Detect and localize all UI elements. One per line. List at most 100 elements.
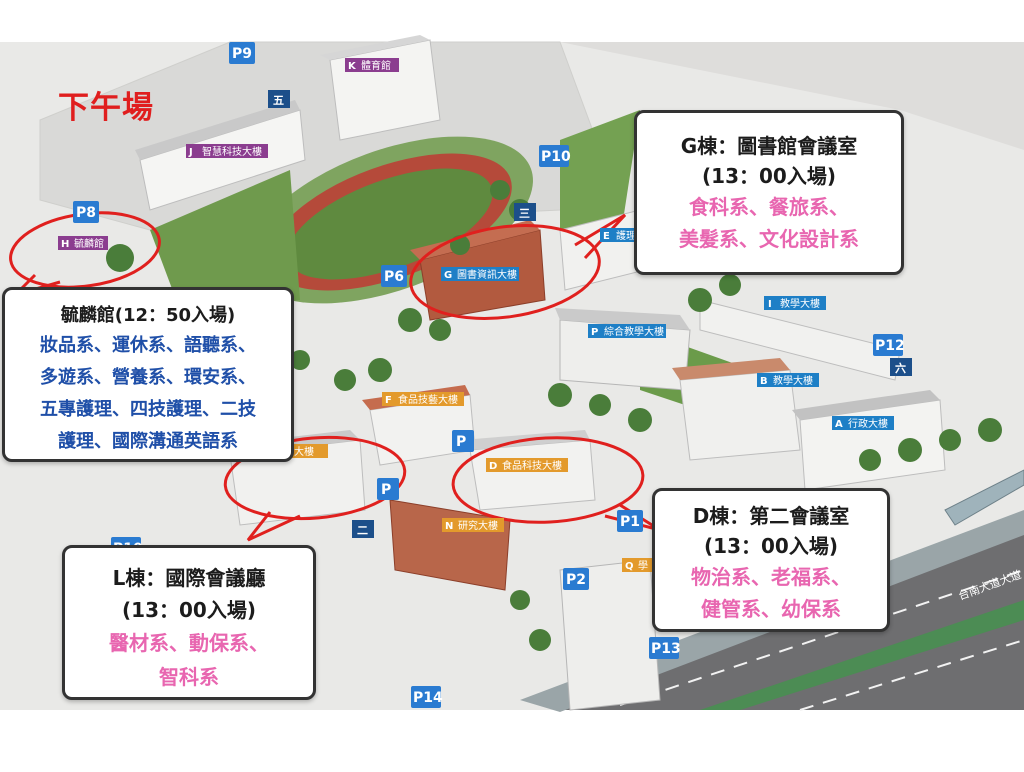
building-i-teaching [699,299,901,381]
svg-text:六: 六 [895,361,906,375]
building-q [559,559,661,711]
svg-text:教學大樓: 教學大樓 [780,297,820,310]
svg-text:三: 三 [519,207,530,220]
session-title: 下午場 [58,90,154,126]
field-infield [287,168,493,280]
svg-text:P10: P10 [541,149,571,165]
lane-marking [799,639,1024,711]
callout-h-depts: 五專護理、四技護理、二技 [40,399,256,420]
svg-text:圖書資訊大樓: 圖書資訊大樓 [457,268,517,281]
svg-text:P1: P1 [620,514,640,530]
label-k: K 體育館 [345,58,399,72]
callout-h-depts: 多遊系、營養系、環安系、 [40,367,256,388]
building-labels: K 體育館 J 智慧科技大樓 H 毓麟館 G 圖書資訊大樓 E 護理大樓 P 綜… [58,58,894,572]
svg-text:P: P [456,434,466,450]
building-b-teaching [672,358,801,461]
parking-icon: P8 [73,201,99,223]
callout-h-yulin: 毓麟館(12：50入場) 妝品系、運休系、語聽系、 多遊系、營養系、環安系、 五… [2,287,294,462]
callout-g-depts: 美髮系、文化設計系 [679,227,859,251]
svg-text:K: K [348,61,357,72]
callout-d-depts: 健管系、幼保系 [701,597,841,621]
svg-text:E: E [603,231,610,242]
building-p-general [555,308,691,391]
svg-text:J: J [188,147,193,158]
label-d: D 食品科技大樓 [486,458,568,472]
svg-text:食品科技大樓: 食品科技大樓 [502,459,562,472]
parking-icon: P10 [539,145,571,167]
svg-text:研究大樓: 研究大樓 [458,519,498,532]
parking-icon: P6 [381,265,407,287]
parking-icon: P9 [229,42,255,64]
median-green [700,600,1024,710]
svg-text:N: N [445,521,453,532]
callout-l-depts: 醫材系、動保系、 [109,631,269,655]
label-f: F 食品技藝大樓 [382,392,464,406]
callout-l-depts: 智科系 [159,665,219,689]
callout-g-title: G棟：圖書館會議室 [680,134,858,158]
callout-h-depts: 妝品系、運休系、語聽系、 [40,335,256,356]
svg-text:二: 二 [357,524,368,537]
svg-text:P12: P12 [875,338,905,354]
svg-text:智慧科技大樓: 智慧科技大樓 [202,145,262,158]
parking-icon: P13 [649,637,681,659]
parking-icon: P12 [873,334,905,356]
svg-text:學: 學 [638,559,648,572]
parking-icon: P1 [617,510,643,532]
svg-text:F: F [385,395,392,406]
highlight-g [409,213,627,320]
svg-text:P: P [591,327,598,338]
label-p: P 綜合教學大樓 [588,324,666,338]
callout-h-title: 毓麟館(12：50入場) [60,305,236,326]
svg-text:行政大樓: 行政大樓 [848,417,888,430]
lawn [150,170,300,310]
dorm-markers: 五 三 六 二 [268,90,912,538]
building-j-smart-tech [135,100,306,211]
callout-d-second-room: D棟：第二會議室 (13：00入場) 物治系、老福系、 健管系、幼保系 [652,488,890,632]
callout-d-time: (13：00入場) [704,534,838,558]
label-q: Q 學 [622,558,654,572]
svg-text:D: D [489,461,497,472]
svg-text:H: H [61,239,69,250]
highlight-l [223,435,407,542]
label-h: H 毓麟館 [58,236,108,250]
label-n: N 研究大樓 [442,518,504,532]
callout-g-depts: 食科系、餐旅系、 [689,195,849,219]
parking-icon: P [452,430,474,452]
callout-l-title: L棟：國際會議廳 [112,566,266,590]
outer-ground [0,42,1024,150]
svg-text:P: P [381,482,391,498]
svg-text:五: 五 [273,94,284,107]
callout-d-title: D棟：第二會議室 [692,504,850,528]
svg-text:綜合教學大樓: 綜合教學大樓 [604,325,664,338]
label-g: G 圖書資訊大樓 [441,267,519,281]
lawn [560,110,640,240]
parking-icon: P [377,478,399,500]
callout-l-time: (13：00入場) [122,598,256,622]
callout-g-library: G棟：圖書館會議室 (13：00入場) 食科系、餐旅系、 美髮系、文化設計系 [634,110,904,275]
svg-text:教學大樓: 教學大樓 [773,374,813,387]
svg-text:P14: P14 [413,690,443,706]
svg-text:P13: P13 [651,641,681,657]
svg-text:P2: P2 [566,572,586,588]
svg-text:毓麟館: 毓麟館 [74,237,104,250]
footbridge [944,469,1024,526]
parking-icon: P2 [563,568,589,590]
svg-text:P6: P6 [384,269,404,285]
parking-icon: P14 [411,686,443,708]
svg-text:體育館: 體育館 [361,59,391,72]
svg-text:食品技藝大樓: 食品技藝大樓 [398,393,458,406]
label-j: J 智慧科技大樓 [186,144,268,158]
callout-h-depts: 護理、國際溝通英語系 [58,431,238,452]
svg-text:I: I [768,299,772,310]
svg-text:P8: P8 [76,205,96,221]
callout-g-time: (13：00入場) [702,164,836,188]
label-b: B 教學大樓 [757,373,819,387]
svg-text:Q: Q [625,561,634,572]
label-i: I 教學大樓 [764,296,826,310]
callout-d-depts: 物治系、老福系、 [691,565,851,589]
label-a: A 行政大樓 [832,416,894,430]
callout-l-intl-hall: L棟：國際會議廳 (13：00入場) 醫材系、動保系、 智科系 [62,545,316,700]
svg-text:B: B [760,376,768,387]
svg-text:A: A [835,419,843,430]
